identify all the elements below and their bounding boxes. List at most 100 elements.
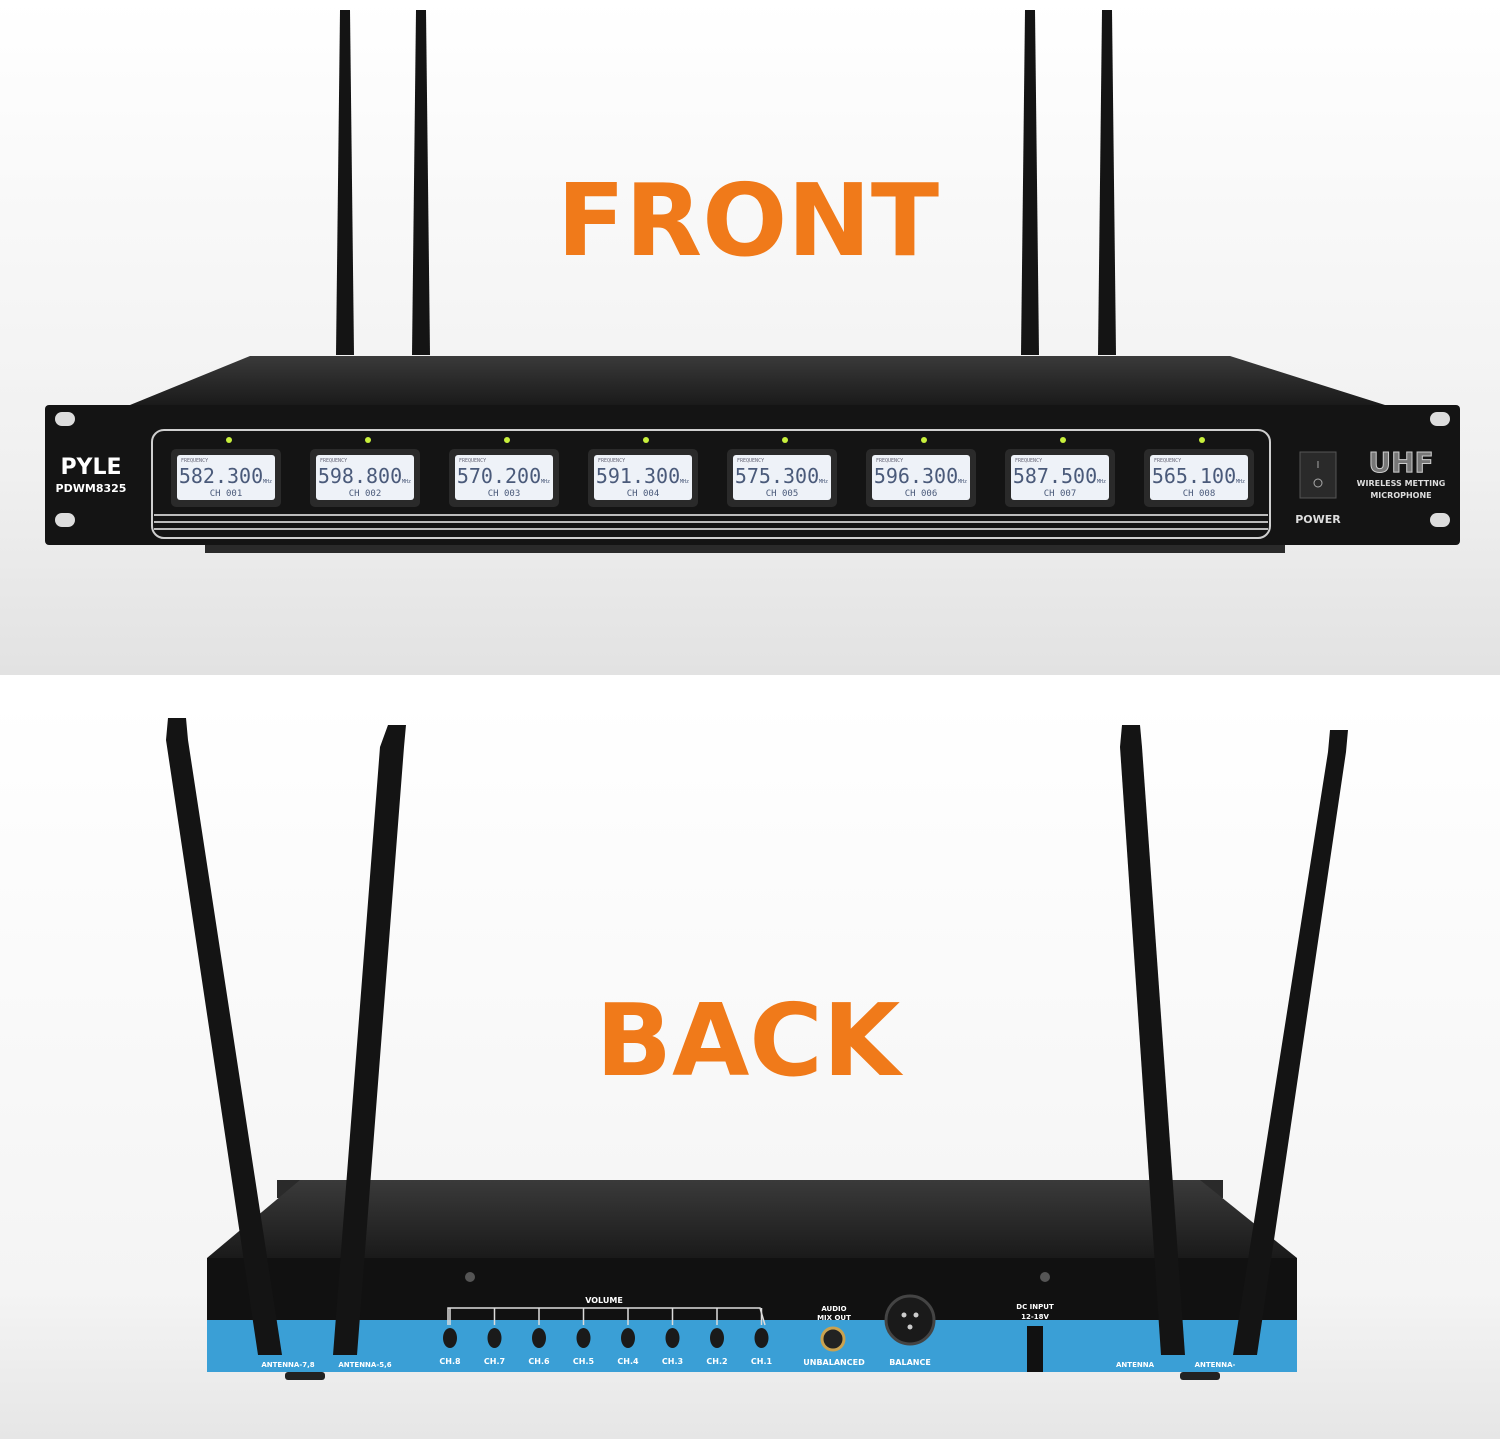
volume-knob[interactable] bbox=[665, 1328, 680, 1348]
lcd-caption: FREQUENCY bbox=[320, 458, 347, 464]
volume-knob[interactable] bbox=[532, 1328, 546, 1348]
rear-panel bbox=[207, 1258, 1297, 1320]
lcd-caption: FREQUENCY bbox=[1154, 458, 1181, 464]
status-led bbox=[504, 437, 510, 443]
xlr-pin bbox=[907, 1324, 913, 1330]
antenna bbox=[1233, 730, 1348, 1355]
volume-knob[interactable] bbox=[576, 1328, 591, 1348]
frequency-unit: MHz bbox=[263, 479, 272, 485]
lcd-caption: FREQUENCY bbox=[737, 458, 764, 464]
antenna-label: ANTENNA-7,8 bbox=[261, 1361, 314, 1369]
power-switch[interactable] bbox=[1299, 451, 1337, 499]
rack-hole bbox=[1430, 513, 1450, 527]
lcd-screen bbox=[872, 455, 970, 500]
channel-number: CH 007 bbox=[1044, 489, 1077, 499]
antenna-labels: ANTENNA-7,8 ANTENNA-5,6 ANTENNA ANTENNA- bbox=[261, 1361, 1235, 1369]
dc-input-label-1: DC INPUT bbox=[1016, 1303, 1054, 1311]
power-on-mark: I bbox=[1317, 460, 1320, 471]
antenna-label: ANTENNA-5,6 bbox=[338, 1361, 391, 1369]
rack-hole bbox=[1430, 412, 1450, 426]
status-led bbox=[226, 437, 232, 443]
section-divider bbox=[0, 675, 1500, 700]
lcd-screen bbox=[316, 455, 414, 500]
frequency-readout: 565.100 bbox=[1152, 464, 1236, 488]
volume-knob-label: CH.5 bbox=[573, 1357, 595, 1366]
volume-knob[interactable] bbox=[443, 1328, 457, 1348]
frequency-readout: 575.300 bbox=[735, 464, 819, 488]
frequency-unit: MHz bbox=[680, 479, 689, 485]
rack-hole bbox=[55, 513, 75, 527]
balance-xlr-jack[interactable] bbox=[884, 1294, 936, 1346]
volume-knob-label: CH.6 bbox=[528, 1357, 550, 1366]
dc-input-plug[interactable] bbox=[1027, 1326, 1043, 1372]
screw bbox=[1040, 1272, 1050, 1282]
antenna-label: ANTENNA- bbox=[1195, 1361, 1236, 1369]
dc-input-label-2: 12-18V bbox=[1021, 1313, 1049, 1321]
lcd-caption: FREQUENCY bbox=[598, 458, 625, 464]
front-antennas bbox=[336, 10, 1116, 355]
frequency-readout: 596.300 bbox=[874, 464, 958, 488]
channel-number: CH 003 bbox=[488, 489, 521, 499]
frequency-unit: MHz bbox=[819, 479, 828, 485]
frequency-readout: 582.300 bbox=[179, 464, 263, 488]
frequency-readout: 598.800 bbox=[318, 464, 402, 488]
frequency-unit: MHz bbox=[1236, 479, 1245, 485]
frequency-readout: 587.500 bbox=[1013, 464, 1097, 488]
lcd-caption: FREQUENCY bbox=[1015, 458, 1042, 464]
volume-knob[interactable] bbox=[487, 1328, 502, 1348]
audio-mix-out-label-1: AUDIO bbox=[821, 1305, 846, 1313]
volume-knob[interactable] bbox=[710, 1328, 724, 1348]
antenna bbox=[336, 10, 354, 355]
volume-knob-label: CH.3 bbox=[662, 1357, 683, 1366]
antenna bbox=[333, 725, 406, 1355]
back-antennas bbox=[166, 718, 1348, 1355]
antenna bbox=[1120, 725, 1185, 1355]
unbalanced-jack[interactable] bbox=[820, 1326, 846, 1352]
lcd-caption: FREQUENCY bbox=[876, 458, 903, 464]
frequency-unit: MHz bbox=[958, 479, 967, 485]
channel-number: CH 002 bbox=[349, 489, 382, 499]
lcd-screen bbox=[733, 455, 831, 500]
channel-number: CH 005 bbox=[766, 489, 799, 499]
rack-hole bbox=[55, 412, 75, 426]
feet bbox=[205, 545, 1285, 553]
volume-knob-label: CH.8 bbox=[439, 1357, 461, 1366]
status-led bbox=[1199, 437, 1205, 443]
status-led bbox=[1060, 437, 1066, 443]
uhf-logo: UHF bbox=[1368, 446, 1433, 479]
volume-knob-label: CH.1 bbox=[751, 1357, 773, 1366]
volume-knob[interactable] bbox=[754, 1328, 769, 1348]
top-cover bbox=[130, 356, 1385, 405]
status-led bbox=[921, 437, 927, 443]
audio-mix-out-label-2: MIX OUT bbox=[817, 1314, 851, 1322]
balance-label: BALANCE bbox=[889, 1358, 931, 1367]
volume-knob-label: CH.4 bbox=[617, 1357, 639, 1366]
lcd-screen bbox=[594, 455, 692, 500]
volume-knob[interactable] bbox=[621, 1328, 635, 1348]
status-led bbox=[365, 437, 371, 443]
front-background bbox=[0, 0, 1500, 675]
uhf-subtitle-1: WIRELESS METTING bbox=[1357, 479, 1446, 488]
front-heading: FRONT bbox=[557, 162, 939, 279]
power-label: POWER bbox=[1295, 513, 1341, 526]
model-number: PDWM8325 bbox=[56, 482, 127, 495]
frequency-unit: MHz bbox=[1097, 479, 1106, 485]
channel-number: CH 004 bbox=[627, 489, 660, 499]
channel-number: CH 001 bbox=[210, 489, 243, 499]
frequency-readout: 570.200 bbox=[457, 464, 541, 488]
lcd-caption: FREQUENCY bbox=[181, 458, 208, 464]
uhf-subtitle-2: MICROPHONE bbox=[1370, 491, 1431, 500]
power-off-mark bbox=[1313, 478, 1323, 488]
foot bbox=[1180, 1372, 1220, 1380]
screw bbox=[465, 1272, 475, 1282]
status-led bbox=[782, 437, 788, 443]
